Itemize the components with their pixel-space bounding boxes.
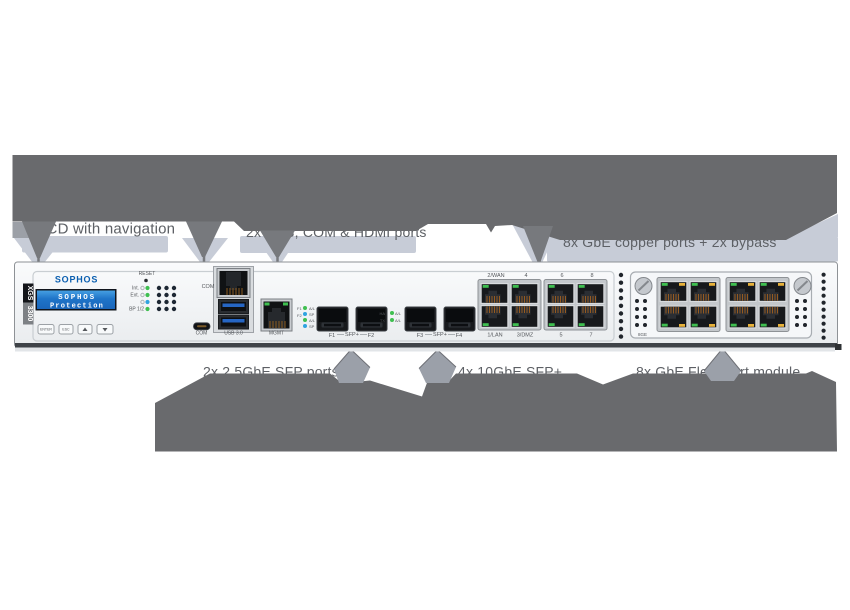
svg-text:Int.: Int. (132, 286, 139, 292)
svg-text:8: 8 (590, 273, 593, 279)
svg-text:SFP+: SFP+ (433, 332, 447, 338)
svg-text:4: 4 (524, 273, 527, 279)
svg-text:7: 7 (589, 333, 592, 339)
svg-text:2/WAN: 2/WAN (487, 273, 504, 279)
svg-text:1/LAN: 1/LAN (487, 333, 502, 339)
svg-text:USB 3.0: USB 3.0 (224, 331, 243, 337)
svg-text:ENTER: ENTER (40, 328, 52, 332)
svg-text:A/L: A/L (309, 318, 316, 323)
svg-text:F2: F2 (368, 333, 374, 339)
svg-text:XGS: XGS (26, 286, 33, 301)
svg-text:MGMT: MGMT (269, 331, 284, 337)
svg-text:3/DMZ: 3/DMZ (517, 333, 534, 339)
svg-text:SP: SP (309, 324, 315, 329)
svg-text:3300: 3300 (26, 306, 33, 322)
svg-text:HA: HA (379, 311, 385, 316)
svg-text:LCD with navigation: LCD with navigation (38, 221, 175, 238)
svg-text:A/L: A/L (309, 306, 316, 311)
svg-text:A/L: A/L (395, 311, 402, 316)
svg-text:COM: COM (196, 331, 208, 337)
svg-text:ESC: ESC (62, 328, 70, 332)
svg-text:6: 6 (560, 273, 563, 279)
svg-text:SP: SP (309, 312, 315, 317)
svg-text:F4: F4 (456, 333, 462, 339)
svg-text:BP 1/2: BP 1/2 (129, 307, 144, 313)
svg-text:F1: F1 (297, 306, 302, 311)
svg-text:F2: F2 (297, 313, 302, 318)
svg-text:SOPHOS: SOPHOS (58, 294, 96, 302)
svg-text:F1: F1 (329, 333, 335, 339)
svg-text:SFP+: SFP+ (345, 332, 359, 338)
svg-text:TX: TX (380, 318, 385, 323)
svg-text:8GE: 8GE (638, 332, 647, 337)
svg-text:A/L: A/L (395, 318, 402, 323)
svg-text:Ext.: Ext. (130, 293, 139, 299)
svg-text:COM: COM (202, 284, 215, 290)
svg-text:Protection: Protection (50, 303, 104, 311)
svg-text:5: 5 (559, 333, 562, 339)
svg-text:RESET: RESET (139, 271, 156, 277)
svg-text:SOPHOS: SOPHOS (55, 275, 98, 285)
svg-text:F3: F3 (417, 333, 423, 339)
